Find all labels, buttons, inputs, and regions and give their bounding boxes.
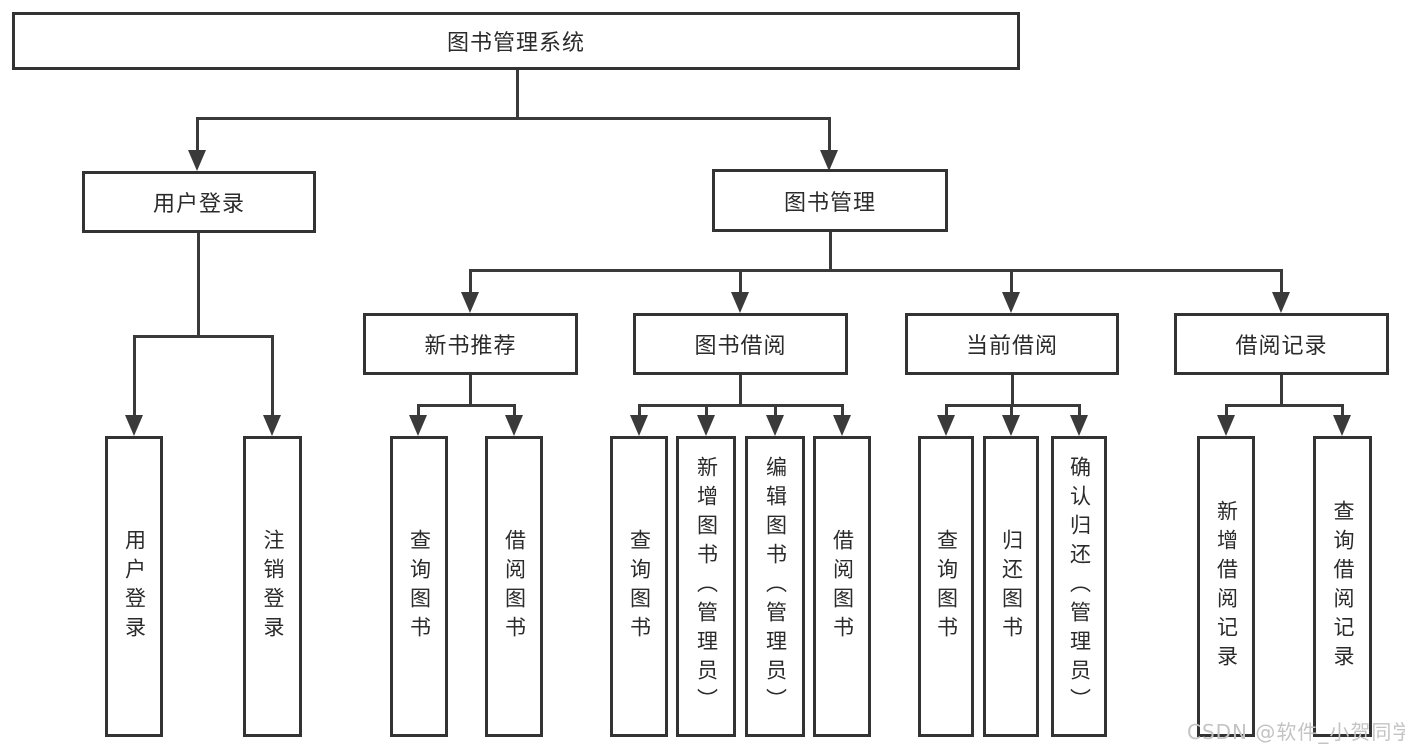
node-current-borrowing: 当前借阅 [905, 313, 1119, 375]
line-horizontal [417, 404, 516, 407]
line-vertical [774, 404, 777, 416]
leaf-add-borrow-record: 新增借阅记录 [1197, 436, 1255, 737]
line-vertical [1010, 404, 1013, 416]
arrow-down-icon [505, 415, 523, 436]
line-horizontal [196, 117, 831, 120]
line-vertical [828, 117, 831, 152]
line-vertical [945, 404, 948, 416]
node-library-management-system: 图书管理系统 [12, 12, 1020, 70]
line-vertical [417, 404, 420, 416]
leaf-borrow-books-borrowing: 借阅图书 [813, 436, 871, 737]
line-vertical [271, 335, 274, 416]
arrow-down-icon [820, 150, 838, 171]
leaf-query-books-borrowing: 查询图书 [610, 436, 668, 737]
line-vertical [739, 375, 742, 405]
line-vertical [1225, 404, 1228, 416]
leaf-borrow-books-recommend: 借阅图书 [485, 436, 543, 737]
line-horizontal [638, 404, 844, 407]
leaf-user-login: 用户登录 [105, 436, 163, 737]
leaf-query-books-recommend: 查询图书 [390, 436, 448, 737]
line-vertical [739, 269, 742, 294]
line-vertical [197, 233, 200, 336]
line-vertical [1078, 404, 1081, 416]
node-book-borrowing: 图书借阅 [633, 313, 848, 375]
line-vertical [1280, 269, 1283, 294]
line-vertical [516, 70, 519, 118]
node-user-login: 用户登录 [82, 171, 316, 233]
arrow-down-icon [766, 415, 784, 436]
line-vertical [1011, 375, 1014, 405]
leaf-add-books-admin: 新增图书（管理员） [676, 436, 736, 737]
arrow-down-icon [409, 415, 427, 436]
line-vertical [1280, 375, 1283, 405]
leaf-confirm-return-admin: 确认归还（管理员） [1051, 436, 1107, 737]
line-horizontal [945, 404, 1081, 407]
line-horizontal [1225, 404, 1344, 407]
line-vertical [1341, 404, 1344, 416]
watermark: CSDN @软件_小贺同学 [1187, 720, 1405, 744]
arrow-down-icon [1217, 415, 1235, 436]
arrow-down-icon [461, 292, 479, 313]
arrow-down-icon [697, 415, 715, 436]
line-vertical [705, 404, 708, 416]
line-horizontal [469, 269, 1282, 272]
node-borrowing-records: 借阅记录 [1174, 313, 1389, 375]
leaf-edit-books-admin: 编辑图书（管理员） [745, 436, 805, 737]
line-vertical [133, 335, 136, 416]
arrow-down-icon [833, 415, 851, 436]
arrow-down-icon [1002, 292, 1020, 313]
leaf-return-books: 归还图书 [983, 436, 1039, 737]
arrow-down-icon [1272, 292, 1290, 313]
arrow-down-icon [1333, 415, 1351, 436]
arrow-down-icon [125, 415, 143, 436]
leaf-query-books-current: 查询图书 [918, 436, 974, 737]
line-vertical [469, 375, 472, 405]
arrow-down-icon [1070, 415, 1088, 436]
arrow-down-icon [731, 292, 749, 313]
leaf-logout: 注销登录 [243, 436, 302, 737]
line-horizontal [133, 335, 273, 338]
arrow-down-icon [630, 415, 648, 436]
arrow-down-icon [188, 150, 206, 171]
arrow-down-icon [263, 415, 281, 436]
arrow-down-icon [937, 415, 955, 436]
node-book-management: 图书管理 [712, 169, 948, 232]
line-vertical [1010, 269, 1013, 294]
line-vertical [638, 404, 641, 416]
leaf-query-borrow-record: 查询借阅记录 [1313, 436, 1372, 737]
arrow-down-icon [1002, 415, 1020, 436]
line-vertical [829, 232, 832, 271]
line-vertical [841, 404, 844, 416]
line-vertical [196, 117, 199, 152]
line-vertical [469, 269, 472, 294]
node-new-book-recommendation: 新书推荐 [363, 313, 578, 375]
line-vertical [513, 404, 516, 416]
